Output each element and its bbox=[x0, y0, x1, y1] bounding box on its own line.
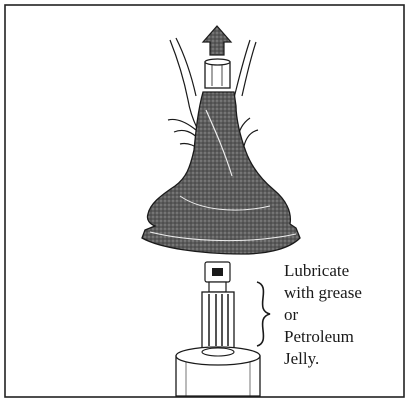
caption-line: or bbox=[284, 304, 404, 326]
caption-line: with grease bbox=[284, 282, 404, 304]
caption-line: Petroleum bbox=[284, 326, 404, 348]
connector-top bbox=[205, 59, 230, 88]
coil-terminal bbox=[176, 262, 260, 396]
caption-line: Lubricate bbox=[284, 260, 404, 282]
rubber-boot bbox=[142, 92, 300, 254]
up-arrow-icon bbox=[203, 26, 231, 55]
curly-brace-icon bbox=[257, 282, 270, 346]
lubrication-caption: Lubricate with grease or Petroleum Jelly… bbox=[284, 260, 404, 370]
caption-line: Jelly. bbox=[284, 348, 404, 370]
